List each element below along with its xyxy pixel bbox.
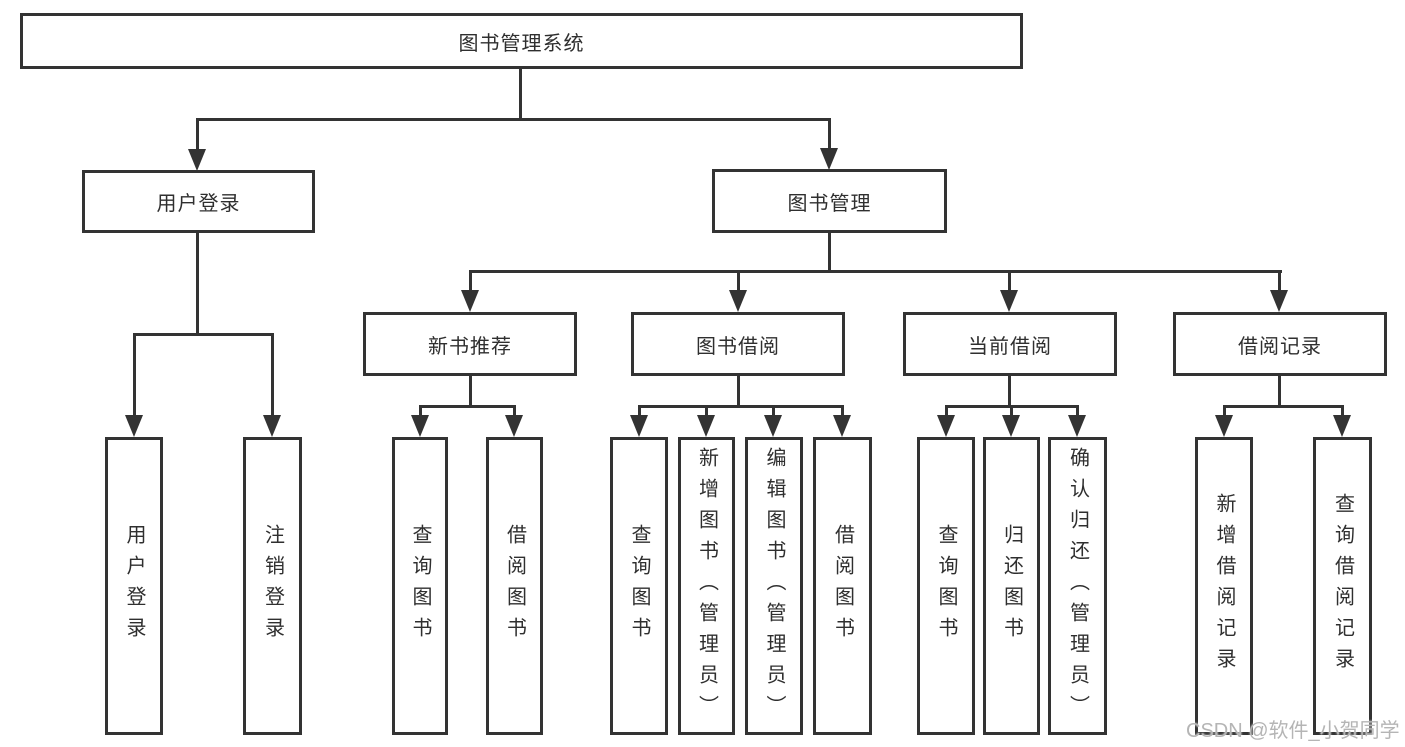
arrowhead-nb-borrow bbox=[505, 415, 523, 437]
connector-stem-current-borrow bbox=[1008, 270, 1011, 294]
connector-new-books-rail bbox=[419, 405, 516, 408]
node-user-login: 用户登录 bbox=[82, 170, 315, 233]
leaf-bb-borrow-books: 借阅图书 bbox=[813, 437, 872, 735]
connector-stem-cb-return bbox=[1010, 405, 1013, 418]
leaf-nb-query-books: 查询图书 bbox=[392, 437, 448, 735]
node-current-borrow: 当前借阅 bbox=[903, 312, 1117, 376]
leaf-cb-confirm-return-label: 确认归还（管理员） bbox=[1066, 446, 1089, 726]
arrowhead-cb-confirm bbox=[1068, 415, 1086, 437]
node-book-mgmt-label: 图书管理 bbox=[787, 192, 872, 215]
node-user-login-label: 用户登录 bbox=[156, 193, 241, 215]
node-root: 图书管理系统 bbox=[20, 13, 1023, 69]
node-book-borrow: 图书借阅 bbox=[631, 312, 845, 376]
leaf-br-add-record-label: 新增借阅记录 bbox=[1213, 493, 1235, 679]
leaf-logout-label: 注销登录 bbox=[261, 524, 284, 648]
connector-stem-nb-borrow bbox=[513, 405, 516, 418]
connector-stem-logout-leaf bbox=[271, 333, 274, 418]
connector-stem-bb-borrow bbox=[841, 405, 844, 418]
arrowhead-bb-query bbox=[630, 415, 648, 437]
connector-new-books-drop bbox=[469, 376, 472, 408]
connector-book-borrow-rail bbox=[638, 405, 844, 408]
connector-stem-bb-add bbox=[705, 405, 708, 418]
connector-stem-bb-query bbox=[638, 405, 641, 418]
leaf-br-add-record: 新增借阅记录 bbox=[1195, 437, 1253, 735]
leaf-bb-edit-books: 编辑图书（管理员） bbox=[745, 437, 803, 735]
node-new-books: 新书推荐 bbox=[363, 312, 577, 376]
leaf-user-login-label: 用户登录 bbox=[123, 524, 145, 648]
leaf-bb-query-books-label: 查询图书 bbox=[628, 524, 650, 648]
leaf-br-query-record: 查询借阅记录 bbox=[1313, 437, 1372, 735]
arrowhead-book-mgmt bbox=[820, 148, 838, 170]
connector-book-mgmt-rail bbox=[469, 270, 1282, 273]
arrowhead-bb-borrow bbox=[833, 415, 851, 437]
connector-stem-user-login bbox=[196, 118, 199, 151]
connector-stem-cb-query bbox=[945, 405, 948, 418]
node-borrow-records-label: 借阅记录 bbox=[1238, 335, 1322, 358]
arrowhead-login-leaf bbox=[125, 415, 143, 437]
leaf-bb-add-books: 新增图书（管理员） bbox=[678, 437, 735, 735]
connector-user-login-drop bbox=[196, 233, 199, 336]
arrowhead-new-books bbox=[461, 290, 479, 312]
arrowhead-user-login bbox=[188, 149, 206, 171]
connector-root-drop bbox=[519, 69, 522, 120]
leaf-nb-borrow-books-label: 借阅图书 bbox=[503, 524, 526, 648]
connector-stem-bb-edit bbox=[772, 405, 775, 418]
connector-stem-br-add bbox=[1223, 405, 1226, 418]
connector-stem-borrow-records bbox=[1278, 270, 1281, 294]
leaf-bb-borrow-books-label: 借阅图书 bbox=[831, 524, 854, 648]
connector-book-borrow-drop bbox=[737, 376, 740, 408]
connector-user-login-rail bbox=[133, 333, 274, 336]
leaf-nb-borrow-books: 借阅图书 bbox=[486, 437, 543, 735]
leaf-nb-query-books-label: 查询图书 bbox=[409, 524, 431, 648]
node-current-borrow-label: 当前借阅 bbox=[968, 335, 1052, 358]
arrowhead-bb-edit bbox=[764, 415, 782, 437]
arrowhead-current-borrow bbox=[1000, 290, 1018, 312]
connector-book-mgmt-drop bbox=[828, 233, 831, 273]
connector-stem-br-query bbox=[1341, 405, 1344, 418]
node-book-mgmt: 图书管理 bbox=[712, 169, 947, 233]
arrowhead-cb-return bbox=[1002, 415, 1020, 437]
leaf-bb-add-books-label: 新增图书（管理员） bbox=[695, 446, 718, 726]
arrowhead-cb-query bbox=[937, 415, 955, 437]
leaf-logout: 注销登录 bbox=[243, 437, 302, 735]
leaf-cb-query-books: 查询图书 bbox=[917, 437, 975, 735]
node-borrow-records: 借阅记录 bbox=[1173, 312, 1387, 376]
arrowhead-book-borrow bbox=[729, 290, 747, 312]
leaf-user-login: 用户登录 bbox=[105, 437, 163, 735]
leaf-bb-edit-books-label: 编辑图书（管理员） bbox=[763, 446, 785, 726]
arrowhead-logout-leaf bbox=[263, 415, 281, 437]
leaf-br-query-record-label: 查询借阅记录 bbox=[1331, 493, 1354, 679]
leaf-bb-query-books: 查询图书 bbox=[610, 437, 668, 735]
leaf-cb-query-books-label: 查询图书 bbox=[935, 524, 957, 648]
arrowhead-nb-query bbox=[411, 415, 429, 437]
csdn-watermark: CSDN @软件_小贺同学 bbox=[1186, 720, 1400, 742]
leaf-cb-confirm-return: 确认归还（管理员） bbox=[1048, 437, 1107, 735]
node-new-books-label: 新书推荐 bbox=[428, 335, 512, 358]
arrowhead-bb-add bbox=[697, 415, 715, 437]
connector-stem-new-books bbox=[469, 270, 472, 294]
node-root-label: 图书管理系统 bbox=[458, 32, 585, 55]
connector-stem-cb-confirm bbox=[1076, 405, 1079, 418]
connector-stem-login-leaf bbox=[133, 333, 136, 418]
connector-stem-nb-query bbox=[419, 405, 422, 418]
connector-borrow-records-rail bbox=[1223, 405, 1344, 408]
leaf-cb-return-books-label: 归还图书 bbox=[1000, 524, 1023, 648]
connector-root-rail bbox=[196, 118, 831, 121]
node-book-borrow-label: 图书借阅 bbox=[696, 335, 780, 358]
leaf-cb-return-books: 归还图书 bbox=[983, 437, 1040, 735]
connector-stem-book-borrow bbox=[737, 270, 740, 294]
arrowhead-br-add bbox=[1215, 415, 1233, 437]
arrowhead-br-query bbox=[1333, 415, 1351, 437]
arrowhead-borrow-records bbox=[1270, 290, 1288, 312]
connector-stem-book-mgmt bbox=[828, 118, 831, 151]
connector-current-borrow-drop bbox=[1008, 376, 1011, 408]
connector-borrow-records-drop bbox=[1278, 376, 1281, 408]
